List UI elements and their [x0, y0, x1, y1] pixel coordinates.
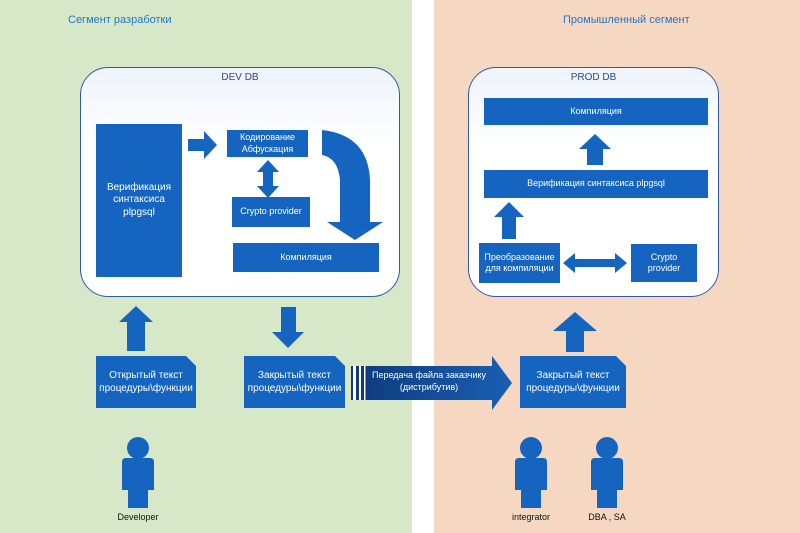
open-text-doc: Открытый текст процедуры\функции	[96, 356, 196, 408]
transfer-stripe-2	[359, 366, 361, 400]
arrow-transform-to-verif	[494, 202, 524, 239]
arrow-transform-crypto	[563, 253, 627, 273]
transfer-label: Передача файла заказчику (дистрибутив)	[372, 370, 486, 392]
integrator-label: integrator	[511, 512, 551, 522]
arrow-transfer	[351, 356, 512, 410]
dba-label: DBA , SA	[588, 512, 626, 522]
dev-compile-box: Компиляция	[233, 243, 379, 272]
arrow-verif-to-encoding	[188, 131, 217, 159]
developer-label: Developer	[117, 512, 159, 522]
arrow-closed-to-transform	[553, 312, 597, 352]
prod-crypto-box: Crypto provider	[631, 244, 697, 282]
arrow-encoding-to-compile	[322, 130, 383, 240]
prod-db-title: PROD DB	[570, 72, 617, 83]
dev-segment-title: Сегмент разработки	[68, 14, 172, 26]
arrow-open-to-verif	[119, 306, 153, 351]
arrow-encoding-crypto	[257, 160, 279, 198]
closed-text-dev-doc: Закрытый текст процедуры\функции	[244, 356, 345, 408]
prod-compile-box: Компиляция	[484, 98, 708, 125]
arrow-verif-to-compile	[579, 134, 611, 165]
dev-db-title: DEV DB	[221, 72, 259, 83]
prod-segment-title: Промышленный сегмент	[563, 14, 690, 26]
dev-verification-box: Верификация синтаксиса plpgsql	[96, 124, 182, 277]
arrow-compile-to-closed	[272, 307, 304, 348]
prod-verification-box: Верификация синтаксиса plpgsql	[484, 170, 708, 198]
transfer-stripe-3	[364, 366, 366, 400]
prod-transform-box: Преобразование для компиляции	[479, 243, 560, 283]
transfer-stripe-1	[353, 366, 356, 400]
dev-encoding-box: Кодирование Абфускация	[227, 130, 308, 157]
dev-crypto-box: Crypto provider	[232, 197, 310, 227]
closed-text-prod-doc: Закрытый текст процедуры\функции	[520, 356, 626, 408]
